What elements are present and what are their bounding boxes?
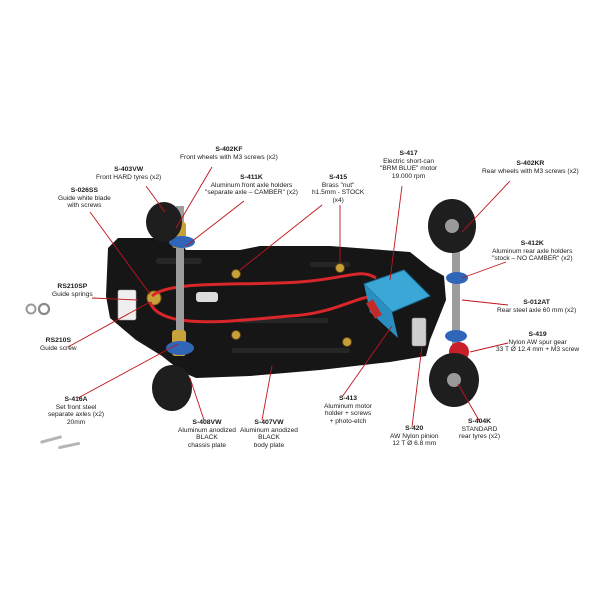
callout-s-416a: S-416A Set front steel separate axles (x… xyxy=(48,396,105,426)
motor-wire xyxy=(148,294,373,324)
callout-rs210s: RS210S Guide screw xyxy=(40,337,77,352)
callout-s-402kr: S-402KR Rear wheels with M3 screws (x2) xyxy=(482,160,579,175)
guide-blade xyxy=(117,289,137,321)
callout-s-412k: S-412K Aluminum rear axle holders "stock… xyxy=(492,240,573,263)
callout-s-415: S-415 Brass "nut" h1.5mm - STOCK (x4) xyxy=(312,174,365,204)
rear-axle-assembly xyxy=(428,199,479,407)
callout-s-419: S-419 Nylon AW spur gear 33 T Ø 12.4 mm … xyxy=(496,331,580,354)
callout-s-411k: S-411K Aluminum front axle holders "sepa… xyxy=(205,174,298,197)
callout-s-402kf: S-402KF Front wheels with M3 screws (x2) xyxy=(180,146,278,161)
front-axles-part xyxy=(40,435,80,450)
callout-s-417: S-417 Electric short-can "BRM BLUE" moto… xyxy=(380,150,438,180)
motor xyxy=(363,269,431,347)
callout-s-026ss: S-026SS Guide white blade with screws xyxy=(58,187,111,210)
brass-nuts xyxy=(231,263,352,347)
leader-lines xyxy=(67,166,511,428)
guide-screw xyxy=(146,290,162,306)
callout-s-403vw: S-403VW Front HARD tyres (x2) xyxy=(96,166,162,181)
callout-s-413: S-413 Aluminum motor holder + screws + p… xyxy=(324,395,373,425)
callout-s-420: S-420 AW Nylon pinion 12 T Ø 6.8 mm xyxy=(390,425,439,448)
callout-s-408vw: S-408VW Aluminum anodized BLACK chassis … xyxy=(178,419,236,449)
callout-s-012at: S-012AT Rear steel axle 60 mm (x2) xyxy=(497,299,577,314)
callout-s-404k: S-404K STANDARD rear tyres (x2) xyxy=(459,418,501,441)
callout-rs210sp: RS210SP Guide springs xyxy=(52,283,93,298)
front-axle-assembly xyxy=(146,202,195,411)
callout-s-407vw: S-407VW Aluminum anodized BLACK body pla… xyxy=(240,419,298,449)
guide-springs-part xyxy=(25,302,51,316)
